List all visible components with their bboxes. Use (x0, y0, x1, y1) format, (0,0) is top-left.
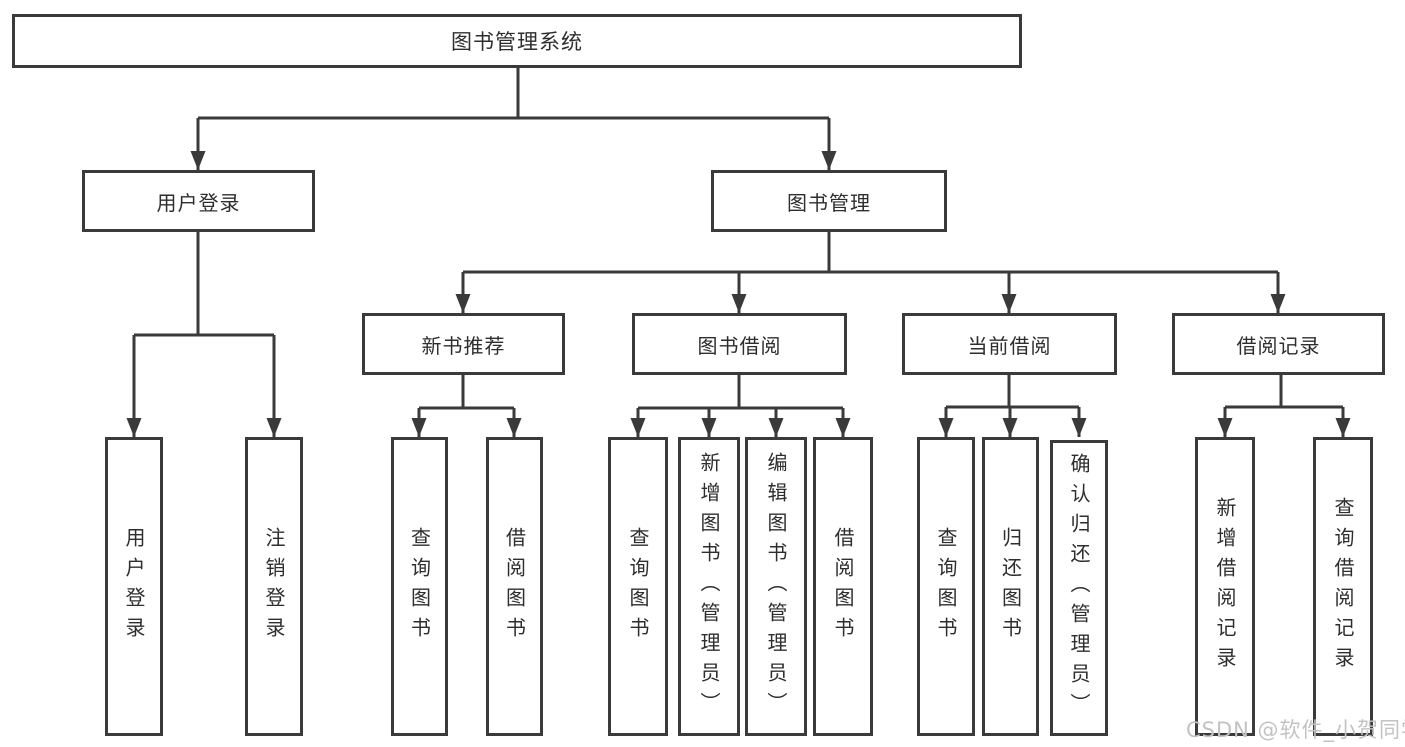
leaf-logout-label: 注销登录 (262, 526, 286, 647)
leaf-borrow-books-2: 借阅图书 (813, 437, 873, 736)
csdn-watermark: CSDN @软件_小贺同学 (1186, 718, 1405, 742)
leaf-borrow-books-1: 借阅图书 (486, 437, 543, 736)
leaf-query-borrow-record: 查询借阅记录 (1313, 437, 1373, 736)
node-book-management-label: 图书管理 (787, 190, 871, 215)
leaf-edit-books-admin: 编辑图书（管理员） (745, 437, 807, 736)
leaf-user-login-label: 用户登录 (122, 526, 146, 647)
leaf-query-borrow-record-label: 查询借阅记录 (1331, 496, 1355, 677)
node-current-borrowing-label: 当前借阅 (967, 333, 1052, 358)
node-borrowing-records-label: 借阅记录 (1236, 333, 1321, 358)
leaf-logout: 注销登录 (245, 437, 303, 736)
node-current-borrowing: 当前借阅 (902, 313, 1117, 375)
leaf-query-books-1-label: 查询图书 (407, 526, 432, 647)
leaf-return-books-label: 归还图书 (998, 526, 1023, 647)
leaf-add-books-admin: 新增图书（管理员） (678, 437, 740, 736)
leaf-query-books-2: 查询图书 (608, 437, 668, 736)
node-borrowing-records: 借阅记录 (1172, 313, 1385, 375)
leaf-user-login: 用户登录 (105, 437, 163, 736)
node-book-borrowing: 图书借阅 (632, 313, 847, 375)
node-user-login: 用户登录 (82, 170, 315, 232)
leaf-confirm-return-admin-label: 确认归还（管理员） (1067, 453, 1091, 723)
leaf-add-books-admin-label: 新增图书（管理员） (697, 451, 721, 722)
leaf-query-books-1: 查询图书 (391, 437, 448, 736)
node-book-management: 图书管理 (711, 170, 947, 232)
leaf-add-borrow-record: 新增借阅记录 (1195, 437, 1255, 736)
leaf-query-books-2-label: 查询图书 (626, 526, 650, 647)
leaf-add-borrow-record-label: 新增借阅记录 (1213, 496, 1237, 677)
node-book-borrowing-label: 图书借阅 (697, 333, 782, 358)
leaf-borrow-books-1-label: 借阅图书 (502, 526, 527, 647)
leaf-confirm-return-admin: 确认归还（管理员） (1050, 440, 1108, 736)
node-root: 图书管理系统 (12, 14, 1022, 68)
leaf-borrow-books-2-label: 借阅图书 (831, 526, 855, 647)
leaf-return-books: 归还图书 (982, 437, 1039, 736)
leaf-query-books-3-label: 查询图书 (934, 526, 958, 647)
node-new-book-recommend: 新书推荐 (362, 313, 565, 375)
node-new-book-recommend-label: 新书推荐 (421, 333, 506, 358)
leaf-edit-books-admin-label: 编辑图书（管理员） (764, 451, 788, 722)
leaf-query-books-3: 查询图书 (917, 437, 975, 736)
node-root-label: 图书管理系统 (451, 30, 583, 54)
node-user-login-label: 用户登录 (156, 190, 241, 215)
